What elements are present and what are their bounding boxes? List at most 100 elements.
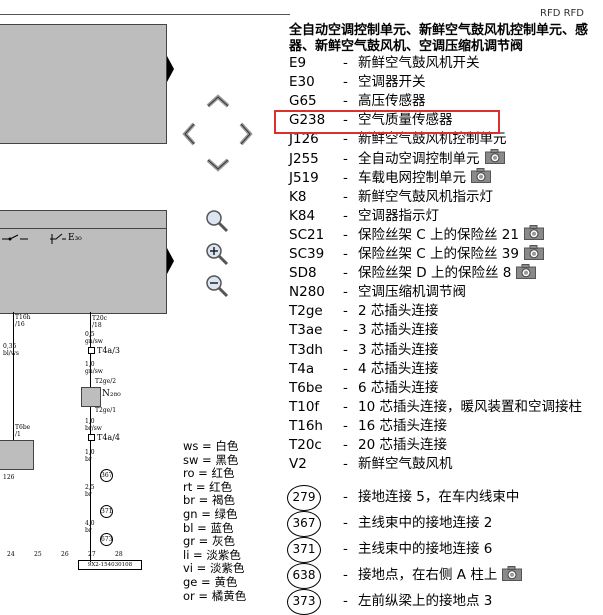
ground-description: 主线束中的接地连接 6 — [358, 541, 493, 557]
component-description: 空调器指示灯 — [358, 207, 439, 224]
page-prev-arrow-icon[interactable] — [165, 56, 175, 82]
legend-row[interactable]: T4a -4 芯插头连接 — [289, 360, 603, 379]
legend-row[interactable]: E30-空调器开关 — [289, 73, 603, 92]
wire-label: T2ge/1 — [95, 407, 117, 414]
pan-left-icon[interactable] — [180, 121, 198, 147]
component-code: E30 — [289, 74, 315, 91]
switch-e30-icon — [50, 233, 66, 244]
legend-row[interactable]: T6be-6 芯插头连接 — [289, 379, 603, 398]
wire-color-item: ws = 白色 — [183, 439, 239, 453]
component-code: T2ge — [289, 303, 323, 320]
wire-color-item: vi = 淡紫色 — [183, 561, 245, 576]
separator: - — [343, 379, 348, 396]
separator: - — [343, 360, 348, 377]
component-description: 10 芯插头连接，暖风装置和空调接柱 — [358, 398, 582, 415]
legend-row[interactable]: J126-新鲜空气鼓风机控制单元 — [289, 130, 603, 149]
component-description: 3 芯插头连接 — [358, 322, 439, 339]
wire-color-item: rt = 红色 — [183, 479, 233, 494]
wire-color-item: br = 褐色 — [183, 493, 235, 508]
legend-row[interactable]: T20c-20 芯插头连接 — [289, 436, 603, 455]
legend-row[interactable]: E9-新鲜空气鼓风机开关 — [289, 54, 603, 73]
pan-right-icon[interactable] — [237, 121, 255, 147]
top-rule — [0, 14, 290, 15]
camera-icon[interactable] — [471, 168, 491, 184]
legend-row[interactable]: K8-新鲜空气鼓风机指示灯 — [289, 188, 603, 207]
component-code: SC39 — [289, 246, 325, 262]
component-description: 新鲜空气鼓风机 — [358, 456, 453, 473]
separator: - — [343, 169, 348, 186]
camera-icon[interactable] — [523, 225, 544, 241]
component-code: T4a — [289, 360, 315, 377]
ground-point-icon: 367 — [287, 511, 321, 537]
legend-row[interactable]: G238-空气质量传感器 — [289, 111, 603, 130]
component-description: 空调压缩机调节阀 — [358, 284, 466, 301]
camera-icon[interactable] — [523, 244, 544, 260]
wire-label: 4,0 br — [85, 520, 95, 534]
component-description: 2 芯插头连接 — [358, 303, 439, 320]
pan-up-icon[interactable] — [205, 93, 231, 109]
legend-row[interactable]: J255-全自动空调控制单元 — [289, 149, 603, 169]
wire-label: T2ge/2 — [95, 378, 117, 385]
ground-description: 左前纵梁上的接地点 3 — [358, 593, 493, 609]
switch-symbol-icon — [2, 234, 28, 241]
component-code: T3dh — [289, 341, 323, 358]
component-description: 空气质量传感器 — [358, 112, 453, 129]
ground-point-icon: 373 — [287, 589, 321, 615]
component-code: SC21 — [289, 226, 325, 243]
scale-number: 25 — [34, 551, 42, 558]
component-description: 4 芯插头连接 — [358, 360, 439, 377]
wire-color-item: or = 橘黄色 — [183, 588, 247, 603]
component-description: 保险丝架 C 上的保险丝 39 — [358, 244, 544, 264]
component-code: T3ae — [289, 322, 323, 339]
diagram-panel-top — [0, 24, 167, 144]
page-next-arrow-icon[interactable] — [165, 248, 175, 274]
component-description: 全自动空调控制单元 — [358, 149, 505, 169]
wire-label: 0,35 bl/ws — [3, 343, 19, 357]
legend-row[interactable]: T3dh-3 芯插头连接 — [289, 341, 603, 360]
component-description: 3 芯插头连接 — [358, 341, 439, 358]
component-code: G238 — [289, 112, 326, 129]
separator: - — [343, 112, 348, 129]
separator: - — [343, 74, 348, 91]
zoom-in-icon[interactable] — [204, 241, 230, 267]
camera-icon[interactable] — [484, 149, 505, 164]
component-description: 新鲜空气鼓风机指示灯 — [358, 188, 493, 205]
wire-label: T6be /1 — [15, 424, 31, 438]
legend-row[interactable]: K84-空调器指示灯 — [289, 207, 603, 226]
ground-point-icon: 279 — [287, 485, 321, 511]
separator: - — [343, 398, 348, 415]
legend-row[interactable]: J519-车载电网控制单元 — [289, 168, 603, 188]
legend-row[interactable]: G65-高压传感器 — [289, 92, 603, 111]
component-description: 高压传感器 — [358, 93, 426, 110]
separator: - — [343, 131, 348, 148]
legend-row[interactable]: T2ge-2 芯插头连接 — [289, 302, 603, 321]
legend-row[interactable]: T10f-10 芯插头连接，暖风装置和空调接柱 — [289, 398, 603, 417]
legend-row[interactable]: T16h-16 芯插头连接 — [289, 417, 603, 436]
pan-down-icon[interactable] — [205, 157, 231, 173]
legend-row[interactable]: V2-新鲜空气鼓风机 — [289, 455, 603, 474]
legend-title: 全自动空调控制单元、新鲜空气鼓风机控制单元、感器、新鲜空气鼓风机、空调压缩机调节… — [289, 23, 589, 54]
scale-number: 26 — [61, 551, 69, 558]
component-label: E₃₀ — [68, 233, 82, 243]
legend-row[interactable]: T3ae -3 芯插头连接 — [289, 321, 603, 340]
legend-row[interactable]: N280-空调压缩机调节阀 — [289, 283, 603, 302]
legend-row[interactable]: SD8-保险丝架 D 上的保险丝 8 — [289, 263, 603, 283]
separator: - — [343, 322, 348, 339]
component-code: G65 — [289, 93, 317, 110]
separator: - — [343, 265, 348, 282]
component-code: J126 — [289, 131, 319, 148]
zoom-fit-icon[interactable] — [204, 208, 230, 234]
component-description: 保险丝架 C 上的保险丝 21 — [358, 225, 544, 245]
wiring-diagram[interactable]: E₃₀ T16h /16 0,35 bl/ws T6be /1 126 T20c… — [0, 0, 290, 605]
ground-point-icon: 371 — [287, 537, 321, 563]
camera-icon[interactable] — [516, 263, 537, 279]
diagram-panel-middle: E₃₀ — [0, 210, 167, 314]
diagram-panel-small — [0, 440, 34, 470]
camera-icon[interactable] — [502, 565, 523, 581]
zoom-out-icon[interactable] — [204, 273, 230, 299]
separator: - — [343, 188, 348, 205]
legend-row[interactable]: SC39-保险丝架 C 上的保险丝 39 — [289, 244, 603, 264]
legend-row[interactable]: SC21-保险丝架 C 上的保险丝 21 — [289, 225, 603, 245]
component-label: N₂₈₀ — [102, 389, 121, 399]
scale-number: 28 — [115, 551, 123, 558]
